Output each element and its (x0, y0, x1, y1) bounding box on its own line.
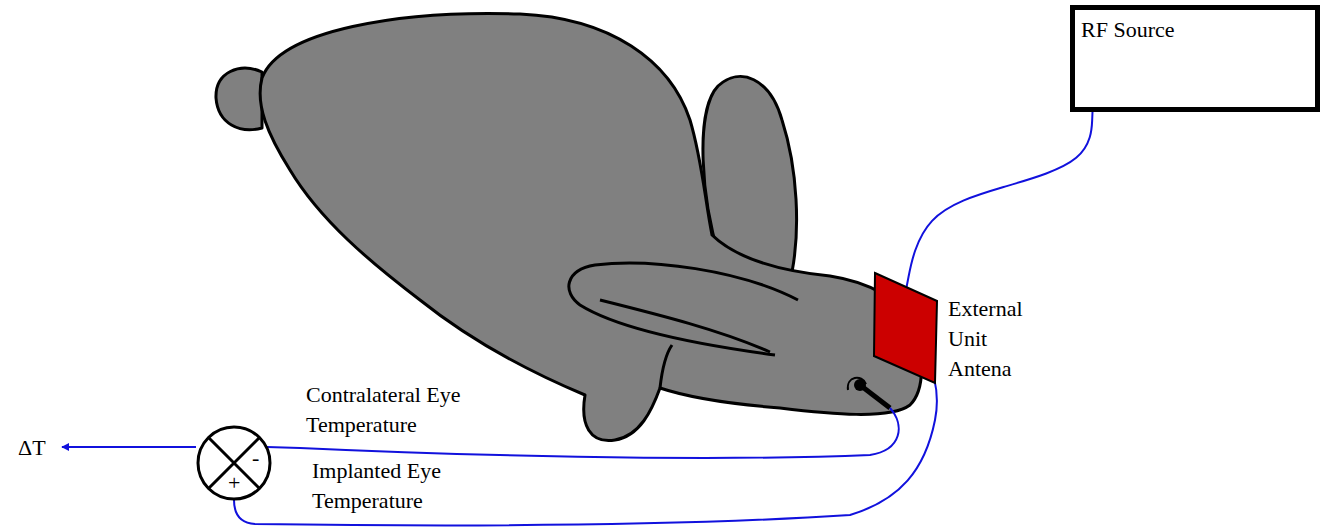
leg-line (660, 345, 672, 388)
antenna-shape (868, 270, 940, 386)
contralateral-eye (848, 378, 890, 408)
antenna-plate-fill (874, 273, 937, 383)
rabbit-tail (216, 68, 262, 130)
box-title: RF Source (1081, 16, 1175, 45)
implanted-wire (234, 346, 937, 525)
junction-outline (198, 427, 270, 499)
sign-symbol: + (228, 472, 240, 494)
sign-symbol: - (252, 447, 259, 469)
rabbit-body (260, 14, 921, 441)
antenna-label: External Unit Antena (948, 294, 1023, 384)
rabbit-front-ear (569, 263, 798, 355)
delta-t-arrow (62, 446, 196, 448)
rf-source-box: RF Source (1070, 5, 1320, 112)
output-label: ΔT (18, 433, 46, 463)
wire-label: Contralateral Eye Temperature (306, 380, 506, 441)
wire-label: Implanted Eye Temperature (312, 456, 472, 517)
rf-cable (906, 112, 1093, 290)
ear-fold-line (600, 300, 770, 352)
summing-junction: -+ (196, 425, 272, 501)
antenna-plate: External Unit Antena (868, 270, 940, 386)
